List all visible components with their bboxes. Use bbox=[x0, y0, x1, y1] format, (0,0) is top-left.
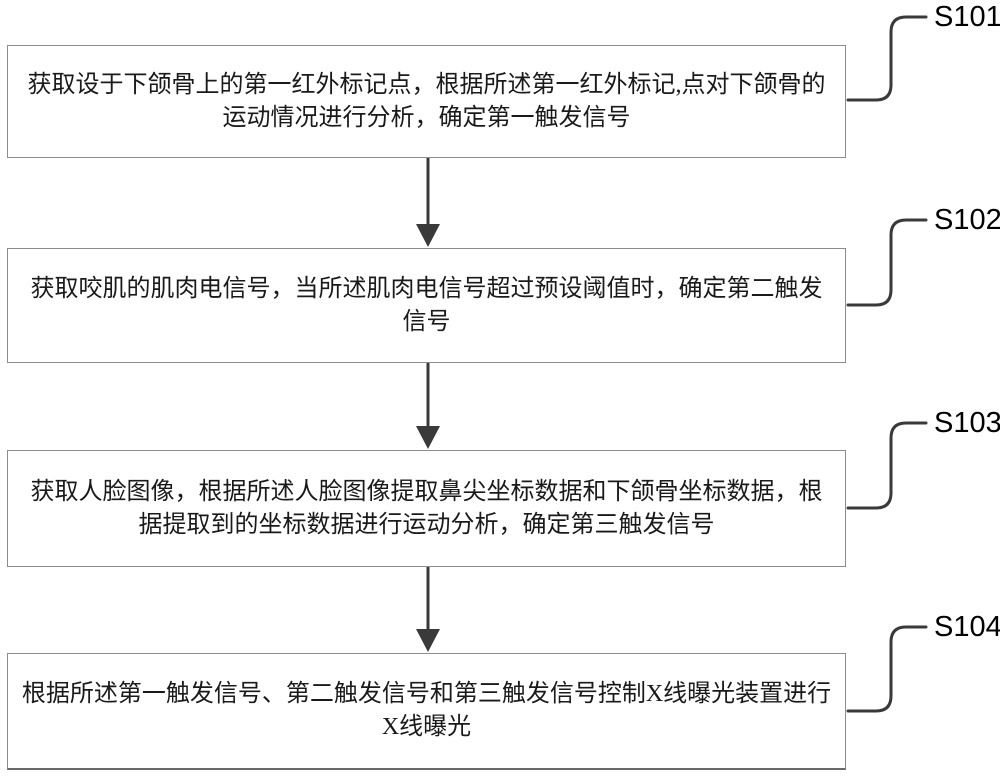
step-text-line: X线曝光 bbox=[381, 714, 472, 740]
step-box-s104: 根据所述第一触发信号、第二触发信号和第三触发信号控制X线曝光装置进行 X线曝光 bbox=[7, 653, 846, 770]
step-text-line: 获取咬肌的肌肉电信号，当所述肌肉电信号超过预设阈值时，确定第二触发 bbox=[30, 275, 823, 302]
step-label-s102: S102 bbox=[934, 204, 1000, 236]
connector-s103 bbox=[846, 421, 928, 510]
step-text-line: 获取设于下颌骨上的第一红外标记点，根据所述第一红外标记,点对下颌骨的 bbox=[27, 71, 826, 98]
step-text-line: 运动情况进行分析，确定第一触发信号 bbox=[222, 104, 631, 131]
step-text-line: 获取人脸图像，根据所述人脸图像提取鼻尖坐标数据和下颌骨坐标数据，根 bbox=[30, 478, 823, 505]
step-label-s101: S101 bbox=[934, 1, 1000, 33]
flow-arrow-2 bbox=[416, 363, 440, 449]
step-box-s101: 获取设于下颌骨上的第一红外标记点，根据所述第一红外标记,点对下颌骨的 运动情况进… bbox=[7, 45, 846, 158]
step-text-line: 据提取到的坐标数据进行运动分析，确定第三触发信号 bbox=[138, 511, 715, 538]
step-text-line: 根据所述第一触发信号、第二触发信号和第三触发信号控制X线曝光装置进行 bbox=[21, 681, 832, 707]
connector-s101 bbox=[846, 15, 928, 102]
step-box-s103: 获取人脸图像，根据所述人脸图像提取鼻尖坐标数据和下颌骨坐标数据，根 据提取到的坐… bbox=[7, 450, 846, 567]
step-label-s104: S104 bbox=[934, 611, 1000, 643]
step-box-s102: 获取咬肌的肌肉电信号，当所述肌肉电信号超过预设阈值时，确定第二触发 信号 bbox=[7, 248, 846, 363]
step-text-line: 信号 bbox=[402, 308, 451, 335]
flow-arrow-1 bbox=[416, 158, 440, 247]
flow-arrow-3 bbox=[416, 567, 440, 652]
connector-s102 bbox=[846, 218, 928, 307]
step-label-s103: S103 bbox=[934, 407, 1000, 439]
connector-s104 bbox=[846, 625, 928, 713]
